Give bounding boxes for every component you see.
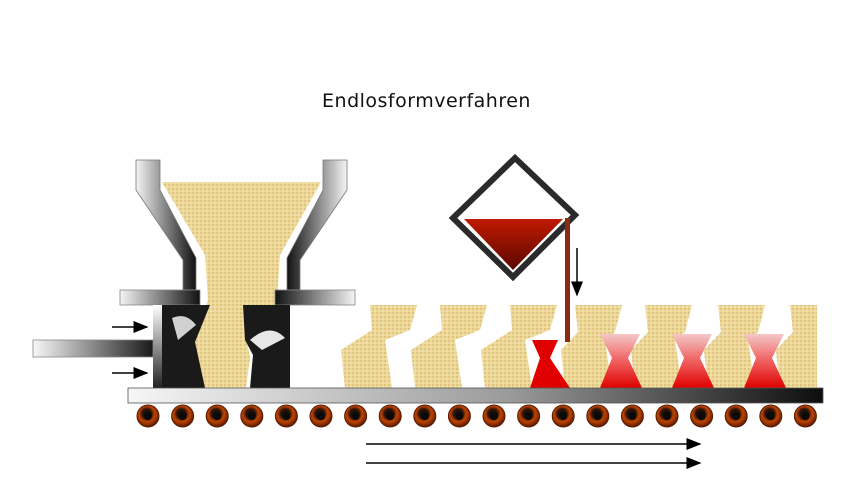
metal-stream xyxy=(565,218,570,342)
sand-mold xyxy=(481,305,557,388)
roller-hub xyxy=(524,412,533,420)
mold-pouring xyxy=(530,305,622,388)
roller-hub xyxy=(282,412,291,420)
rollers xyxy=(136,404,817,428)
roller-hub xyxy=(593,412,602,420)
roller-hub xyxy=(697,412,706,420)
roller-hub xyxy=(144,412,152,420)
sand-mold xyxy=(341,305,417,388)
roller-hub xyxy=(559,412,568,420)
roller-hub xyxy=(766,412,775,420)
hopper-plate-left xyxy=(119,289,201,306)
roller-hub xyxy=(628,412,637,420)
compression-chamber xyxy=(153,305,290,388)
roller-hub xyxy=(663,412,671,420)
roller-hub xyxy=(247,412,256,420)
roller-hub xyxy=(178,412,187,420)
filled-mold xyxy=(672,305,765,388)
roller-hub xyxy=(213,412,222,420)
roller-hub xyxy=(317,412,325,420)
roller-hub xyxy=(732,412,741,420)
piston xyxy=(32,339,154,358)
sand-mold xyxy=(411,305,487,388)
hopper-plate-right xyxy=(274,289,356,306)
conveyor-belt xyxy=(127,387,824,404)
roller-hub xyxy=(455,412,464,420)
roller-hub xyxy=(386,412,395,420)
roller-hub xyxy=(801,412,810,420)
roller-hub xyxy=(351,412,360,420)
roller-hub xyxy=(420,412,429,420)
ladle xyxy=(448,153,580,282)
filled-mold xyxy=(744,305,817,388)
roller-hub xyxy=(490,412,498,420)
filled-mold xyxy=(600,305,692,388)
diagram-title: Endlosformverfahren xyxy=(322,90,531,112)
